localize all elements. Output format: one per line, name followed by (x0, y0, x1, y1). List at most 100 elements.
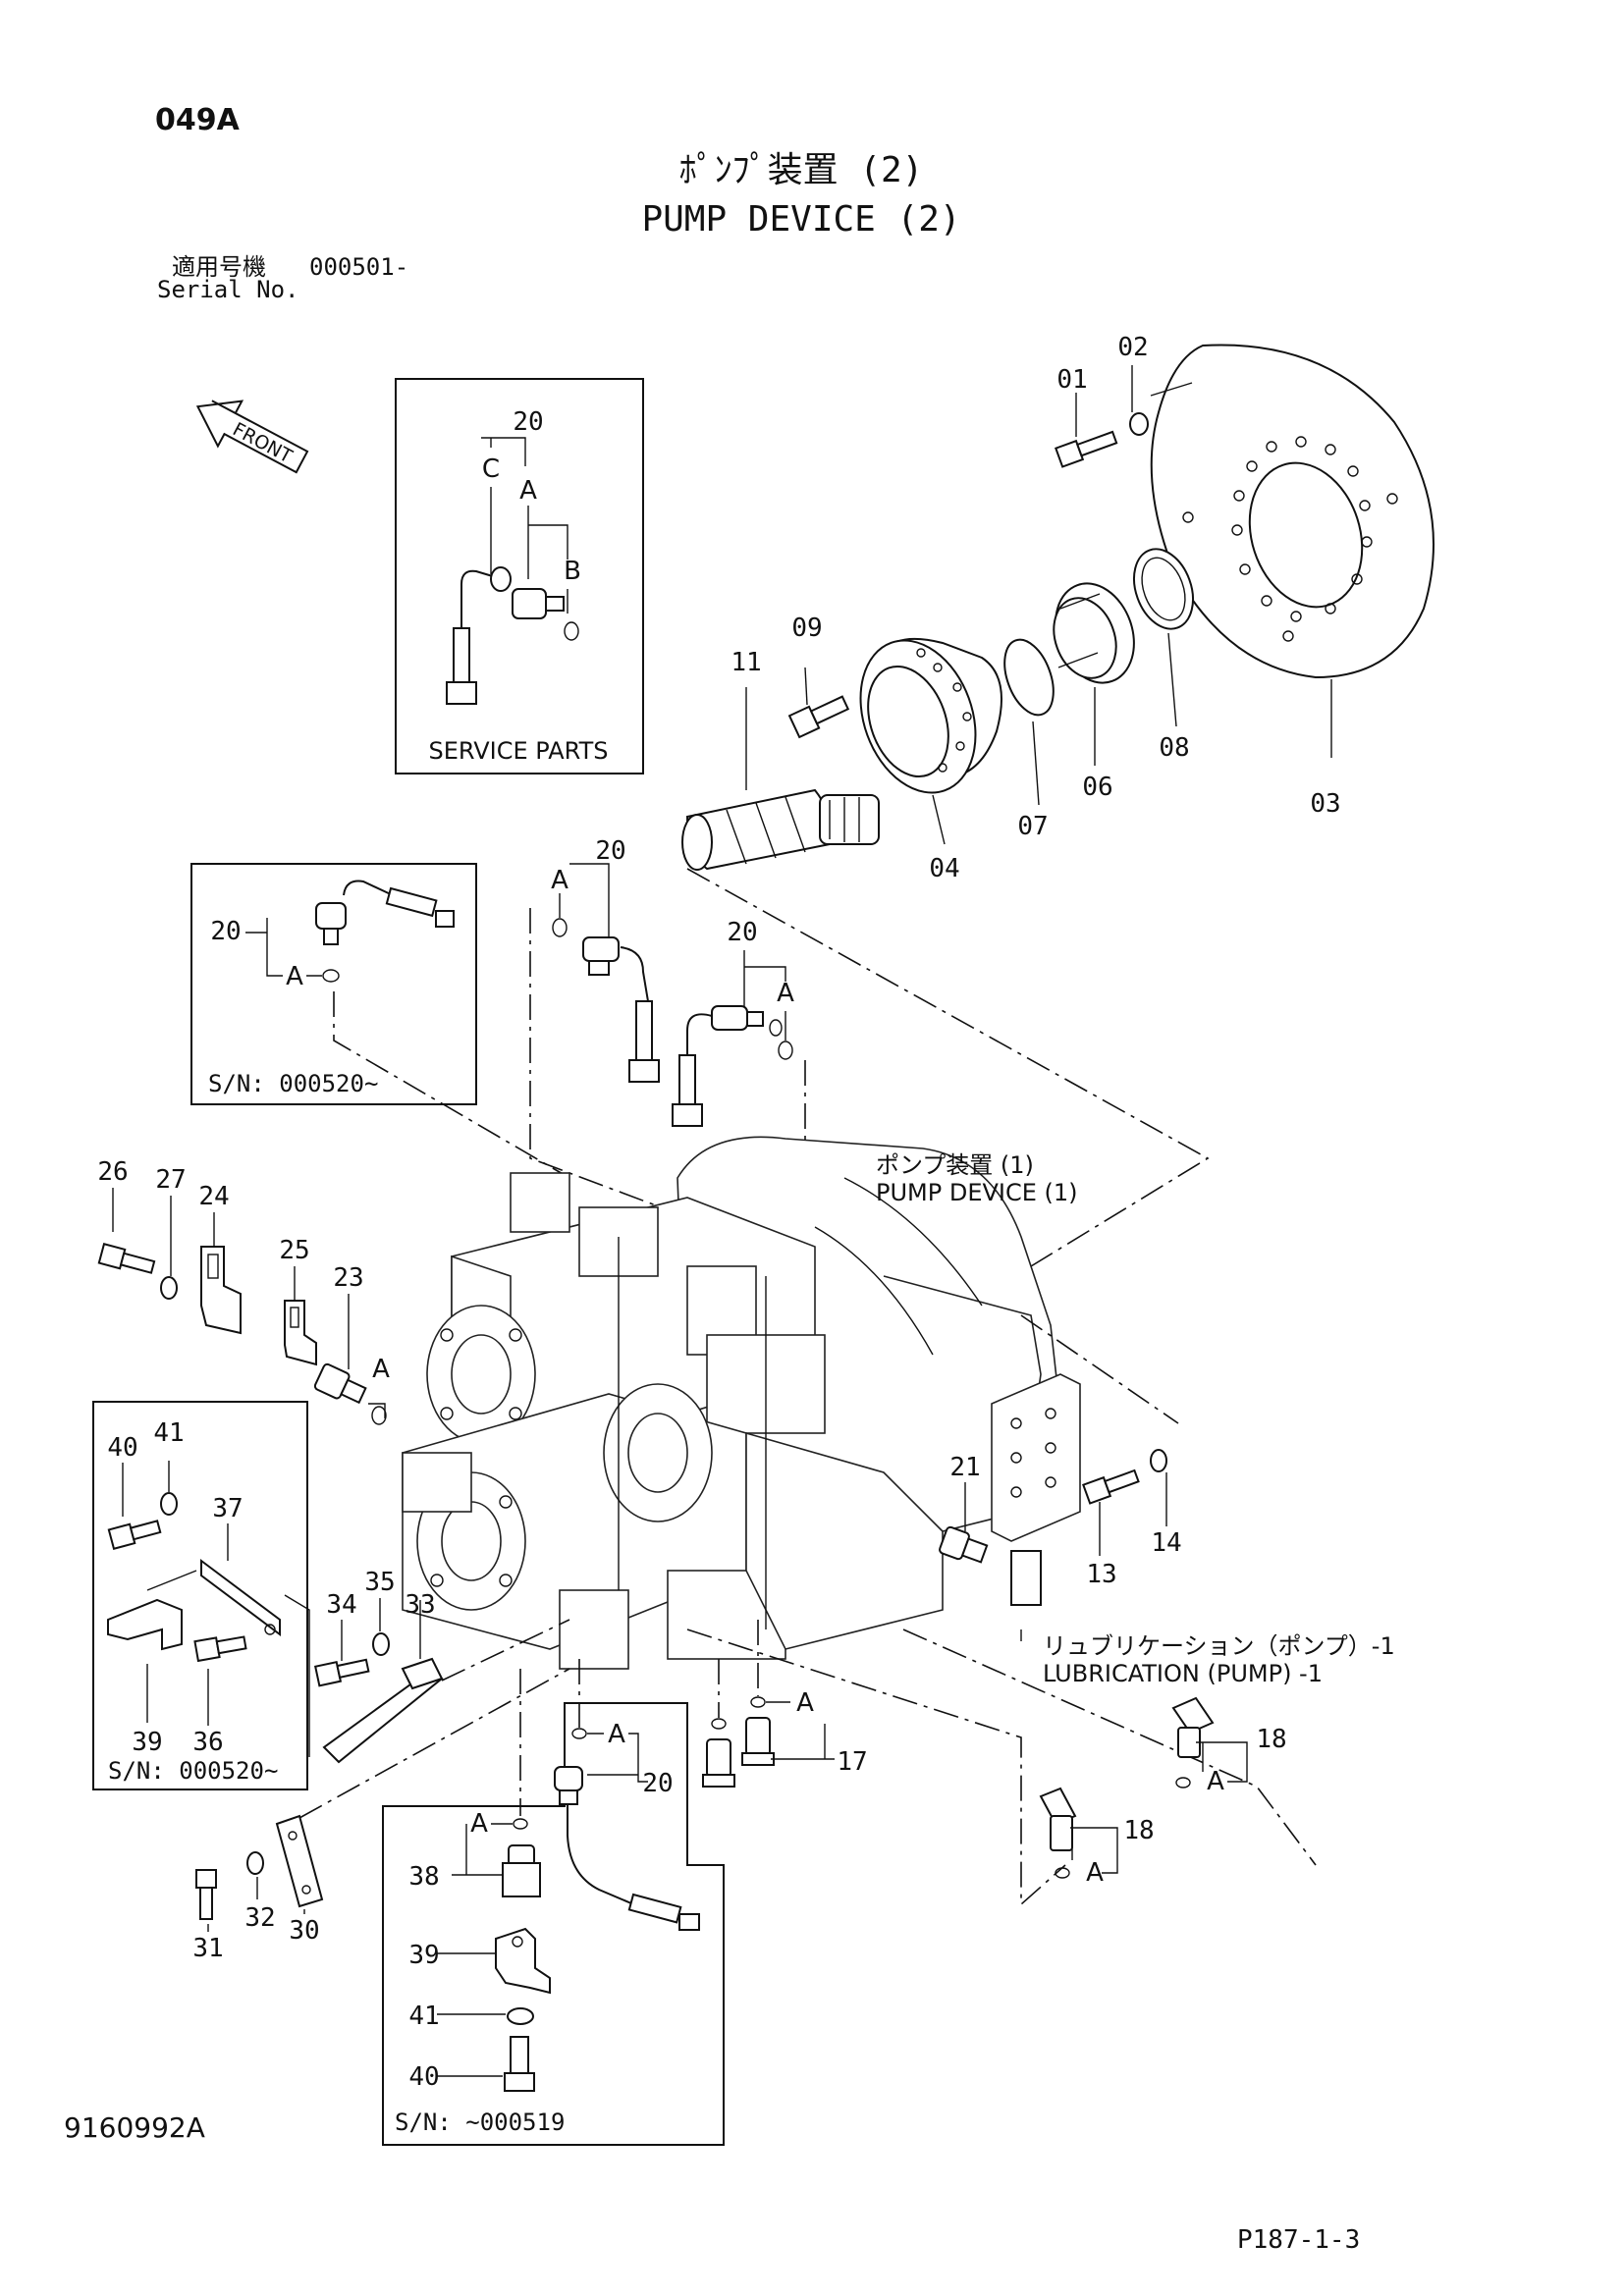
reference-lubrication-jp: リュブリケーション（ポンプ）-1 (1043, 1632, 1395, 1660)
title-english: PUMP DEVICE (2) (641, 199, 960, 240)
callout-35: 35 (364, 1568, 395, 1597)
mid-sensor-group: 20 A 20 A (529, 836, 806, 1247)
callout-18-lower: 18 (1123, 1816, 1154, 1845)
spline-shaft-11-icon (681, 788, 880, 871)
callout-bottom-a2: A (470, 1809, 488, 1839)
callout-25: 25 (279, 1236, 309, 1265)
bolt-40-icon (107, 1520, 162, 1550)
callout-37: 37 (212, 1494, 243, 1523)
callout-sp-c: C (482, 454, 500, 484)
sensor-block-21-icon (1010, 1550, 1042, 1606)
pressure-sensor-service-part-icon (446, 566, 579, 705)
callout-34: 34 (326, 1590, 356, 1620)
fitting-23-icon (313, 1362, 367, 1405)
callout-17: 17 (837, 1747, 867, 1777)
bracket-33-group: 34 35 33 (313, 1568, 570, 1764)
callout-09: 09 (791, 614, 822, 643)
callout-07: 07 (1017, 812, 1048, 841)
pressure-sensor-bottom-icon (554, 1766, 700, 1931)
main-pump-assembly-drawing (402, 1136, 1317, 1866)
washer-41-bottom-icon (507, 2007, 534, 2025)
callout-mid2-20: 20 (727, 918, 757, 947)
fitting-17-icon (702, 1717, 775, 1788)
sn-lower-left-box: S/N: 000520~ 40 41 37 39 36 (92, 1401, 310, 1790)
callout-sp-20: 20 (513, 407, 543, 437)
fitting-21-icon (939, 1525, 989, 1564)
serial-label-english: Serial No. (157, 276, 299, 303)
washer-32-icon (246, 1851, 264, 1875)
sn-upper-left-box: S/N: 000520~ 20 A (190, 863, 570, 1179)
elbow-fitting-18-lower-icon (1039, 1787, 1077, 1851)
callout-01: 01 (1056, 365, 1087, 395)
callout-13: 13 (1086, 1560, 1116, 1589)
bolt-01-icon (1055, 430, 1118, 468)
left-small-parts: 26 27 24 25 23 A (97, 1157, 390, 1425)
right-small-parts: 21 13 14 18 A 18 A 17 A (686, 1449, 1287, 1906)
pressure-sensor-mid2-icon (672, 1005, 783, 1127)
callout-33: 33 (405, 1590, 435, 1620)
callout-17-a: A (796, 1688, 814, 1718)
washer-02-icon (1129, 412, 1149, 436)
washer-14-icon (1150, 1449, 1167, 1472)
callout-02: 02 (1117, 333, 1148, 362)
flex-plate-icon (1150, 344, 1435, 679)
bracket-37-icon (146, 1559, 281, 1636)
reference-pump-device-en: PUMP DEVICE (1) (876, 1179, 1078, 1206)
callout-08: 08 (1159, 733, 1189, 763)
callout-b39: 39 (408, 1941, 439, 1970)
callout-30: 30 (289, 1916, 319, 1946)
bolt-36-icon (193, 1635, 247, 1663)
reference-pump-device-jp: ポンプ装置 (1) (876, 1151, 1034, 1179)
washer-41-icon (160, 1492, 178, 1516)
bolt-09-icon (787, 695, 850, 739)
lubrication-reference: リュブリケーション（ポンプ）-1 LUBRICATION (PUMP) -1 (1020, 1629, 1395, 1687)
sn-bottom-label: S/N: ~000519 (395, 2109, 565, 2136)
coupling-insert-06-icon (1053, 582, 1135, 684)
sn-upper-left-label: S/N: 000520~ (208, 1070, 378, 1097)
callout-bottom-a1: A (608, 1720, 625, 1749)
callout-sp-b: B (564, 557, 581, 586)
callout-ul-a: A (286, 962, 303, 991)
callout-32: 32 (244, 1903, 275, 1933)
callout-36: 36 (192, 1728, 223, 1757)
service-parts-label: SERVICE PARTS (429, 737, 609, 765)
callout-mid1-a: A (551, 866, 568, 895)
callout-b40: 40 (408, 2062, 439, 2092)
callout-31: 31 (192, 1934, 223, 1963)
pressure-sensor-mid1-icon (582, 936, 660, 1083)
front-direction-arrow-icon: FRONT (195, 400, 309, 474)
callout-26: 26 (97, 1157, 128, 1187)
callout-23-a: A (372, 1355, 390, 1384)
bracket-39-icon (107, 1598, 183, 1651)
callout-40: 40 (107, 1433, 137, 1463)
reference-lubrication-en: LUBRICATION (PUMP) -1 (1043, 1660, 1323, 1687)
snap-ring-08-icon (1133, 548, 1194, 630)
bolt-26-icon (97, 1243, 156, 1274)
service-parts-box: SERVICE PARTS 20 C A B (395, 378, 644, 774)
callout-24: 24 (198, 1182, 229, 1211)
bracket-25-icon (284, 1300, 317, 1366)
coupling-group: 01 02 03 04 06 07 08 09 11 (681, 333, 1435, 1267)
bolt-40-bottom-icon (504, 2036, 535, 2092)
bracket-30-group: 31 32 30 (192, 1668, 570, 1963)
drawing-number: 9160992A (64, 2111, 205, 2144)
title-japanese: ﾎﾟﾝﾌﾟ装置 (2) (679, 150, 924, 190)
callout-mid1-20: 20 (595, 836, 625, 866)
front-label: FRONT (229, 418, 296, 467)
coupling-hub-04-icon (859, 637, 1002, 794)
callout-mid2-a: A (777, 979, 794, 1008)
pump-device-reference: ポンプ装置 (1) PUMP DEVICE (1) (876, 1151, 1078, 1206)
callout-14: 14 (1151, 1528, 1181, 1558)
callout-21: 21 (949, 1453, 980, 1482)
sn-bottom-box: S/N: ~000519 20 A A 38 39 (382, 1659, 725, 2146)
washer-27-icon (160, 1276, 178, 1300)
elbow-fitting-18-upper-icon (1171, 1696, 1215, 1758)
pressure-sensor-ul-icon (315, 880, 455, 945)
callout-18-upper: 18 (1256, 1725, 1286, 1754)
serial-label-japanese: 適用号機 (172, 253, 266, 281)
bolt-13-icon (1082, 1468, 1140, 1505)
bracket-24-icon (200, 1246, 242, 1335)
callout-39: 39 (132, 1728, 162, 1757)
